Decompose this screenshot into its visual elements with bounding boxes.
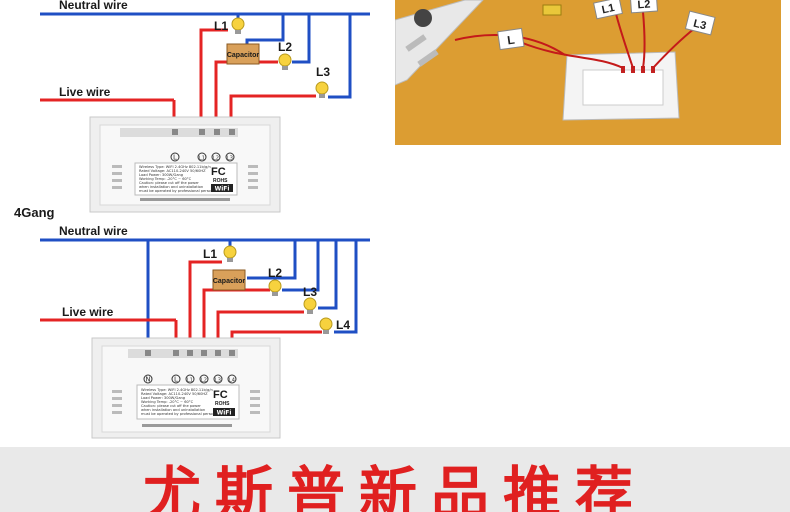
rohs-mark: ROHS [215,401,230,407]
spec-line: Caution: please cut off the power [139,181,199,185]
spec-line: Load Power: 300W/Gang [141,396,185,400]
banner-title: 尤斯普新品推荐 [142,460,647,512]
wiring-diagram-3gang: Capacitor Neutral wire Live wire L1 L2 L… [40,0,370,213]
wire-tag: L3 [684,10,716,36]
terminal-label: L [173,154,177,162]
power-strip [395,0,484,86]
wiring-diagram-4gang: Capacitor Neutral wire Live wire L1 L2 L… [40,224,370,439]
load-label-l1: L1 [203,247,217,261]
live-wire-label: Live wire [62,305,114,319]
spec-line: when installation and uninstallation [141,408,205,412]
fc-mark: FC [213,389,228,401]
terminal-label: L3 [227,156,233,162]
bulb-icon [315,81,329,98]
terminal-label: L1 [187,378,193,384]
spec-line: Wireless Type: WIFI 2.4GHz 802.11b/g/n [139,165,211,169]
section-label-4gang: 4Gang [14,205,55,220]
capacitor [226,43,260,65]
spec-line: Wireless Type: WIFI 2.4GHz 802.11b/g/n [141,388,213,392]
terminal-label: L2 [213,156,219,162]
terminal-label: L [174,376,178,384]
terminal-label: L3 [215,378,221,384]
switch-module [562,51,680,121]
neutral-wire-label: Neutral wire [59,0,128,12]
svg-text:L1: L1 [601,2,616,16]
bulb-icon [231,17,245,34]
spec-line: Rated Voltage: AC110-240V 50/60HZ [139,169,206,173]
wifi-logo: WiFi [215,186,230,193]
bulb-icon [268,279,282,296]
wire-tag: L2 [629,0,658,14]
terminal-label: L1 [199,156,205,162]
capacitor [212,269,246,291]
terminal-label: L4 [229,378,235,384]
bulb-icon [303,297,317,314]
installation-photo: L L1 L2 L3 [395,0,781,145]
bulb-icon [278,53,292,70]
svg-text:L2: L2 [637,0,651,11]
spec-line: Working Temp: -20°C ~ 60°C [141,400,194,404]
svg-text:L3: L3 [692,18,707,33]
rohs-mark: ROHS [213,178,228,184]
load-label-l1: L1 [214,19,228,33]
wire-tag: L [497,27,525,51]
switch-back-panel [91,337,281,439]
capacitor-label: Capacitor [213,278,246,285]
load-label-l3: L3 [303,285,317,299]
bulb-icon [223,245,237,262]
svg-text:L: L [506,33,515,48]
neutral-wire [40,238,370,352]
load-label-l2: L2 [278,40,292,54]
capacitor-label: Capacitor [227,52,260,59]
spec-line: must be operated by professional person [139,189,213,193]
neutral-wire-label: Neutral wire [59,224,128,238]
load-label-l2: L2 [268,266,282,280]
load-label-l4: L4 [336,318,350,332]
wire-tag: L1 [593,0,623,20]
live-wire-label: Live wire [59,85,111,99]
spec-line: when installation and uninstallation [139,185,203,189]
spec-line: Rated Voltage: AC110-240V 50/60HZ [141,392,208,396]
wifi-logo: WiFi [217,410,232,417]
load-label-l3: L3 [316,65,330,79]
terminal-label: N [145,376,150,384]
terminal-label: L2 [201,378,207,384]
spec-line: Working Temp: -20°C ~ 60°C [139,177,192,181]
spec-line: must be operated by professional person [141,412,215,416]
fc-mark: FC [211,166,226,178]
spec-line: Caution: please cut off the power [141,404,201,408]
spec-line: Load Power: 300W/Gang [139,173,183,177]
promo-banner: 尤斯普新品推荐 [0,447,790,512]
switch-back-panel [89,116,281,213]
bulb-icon [319,317,333,334]
